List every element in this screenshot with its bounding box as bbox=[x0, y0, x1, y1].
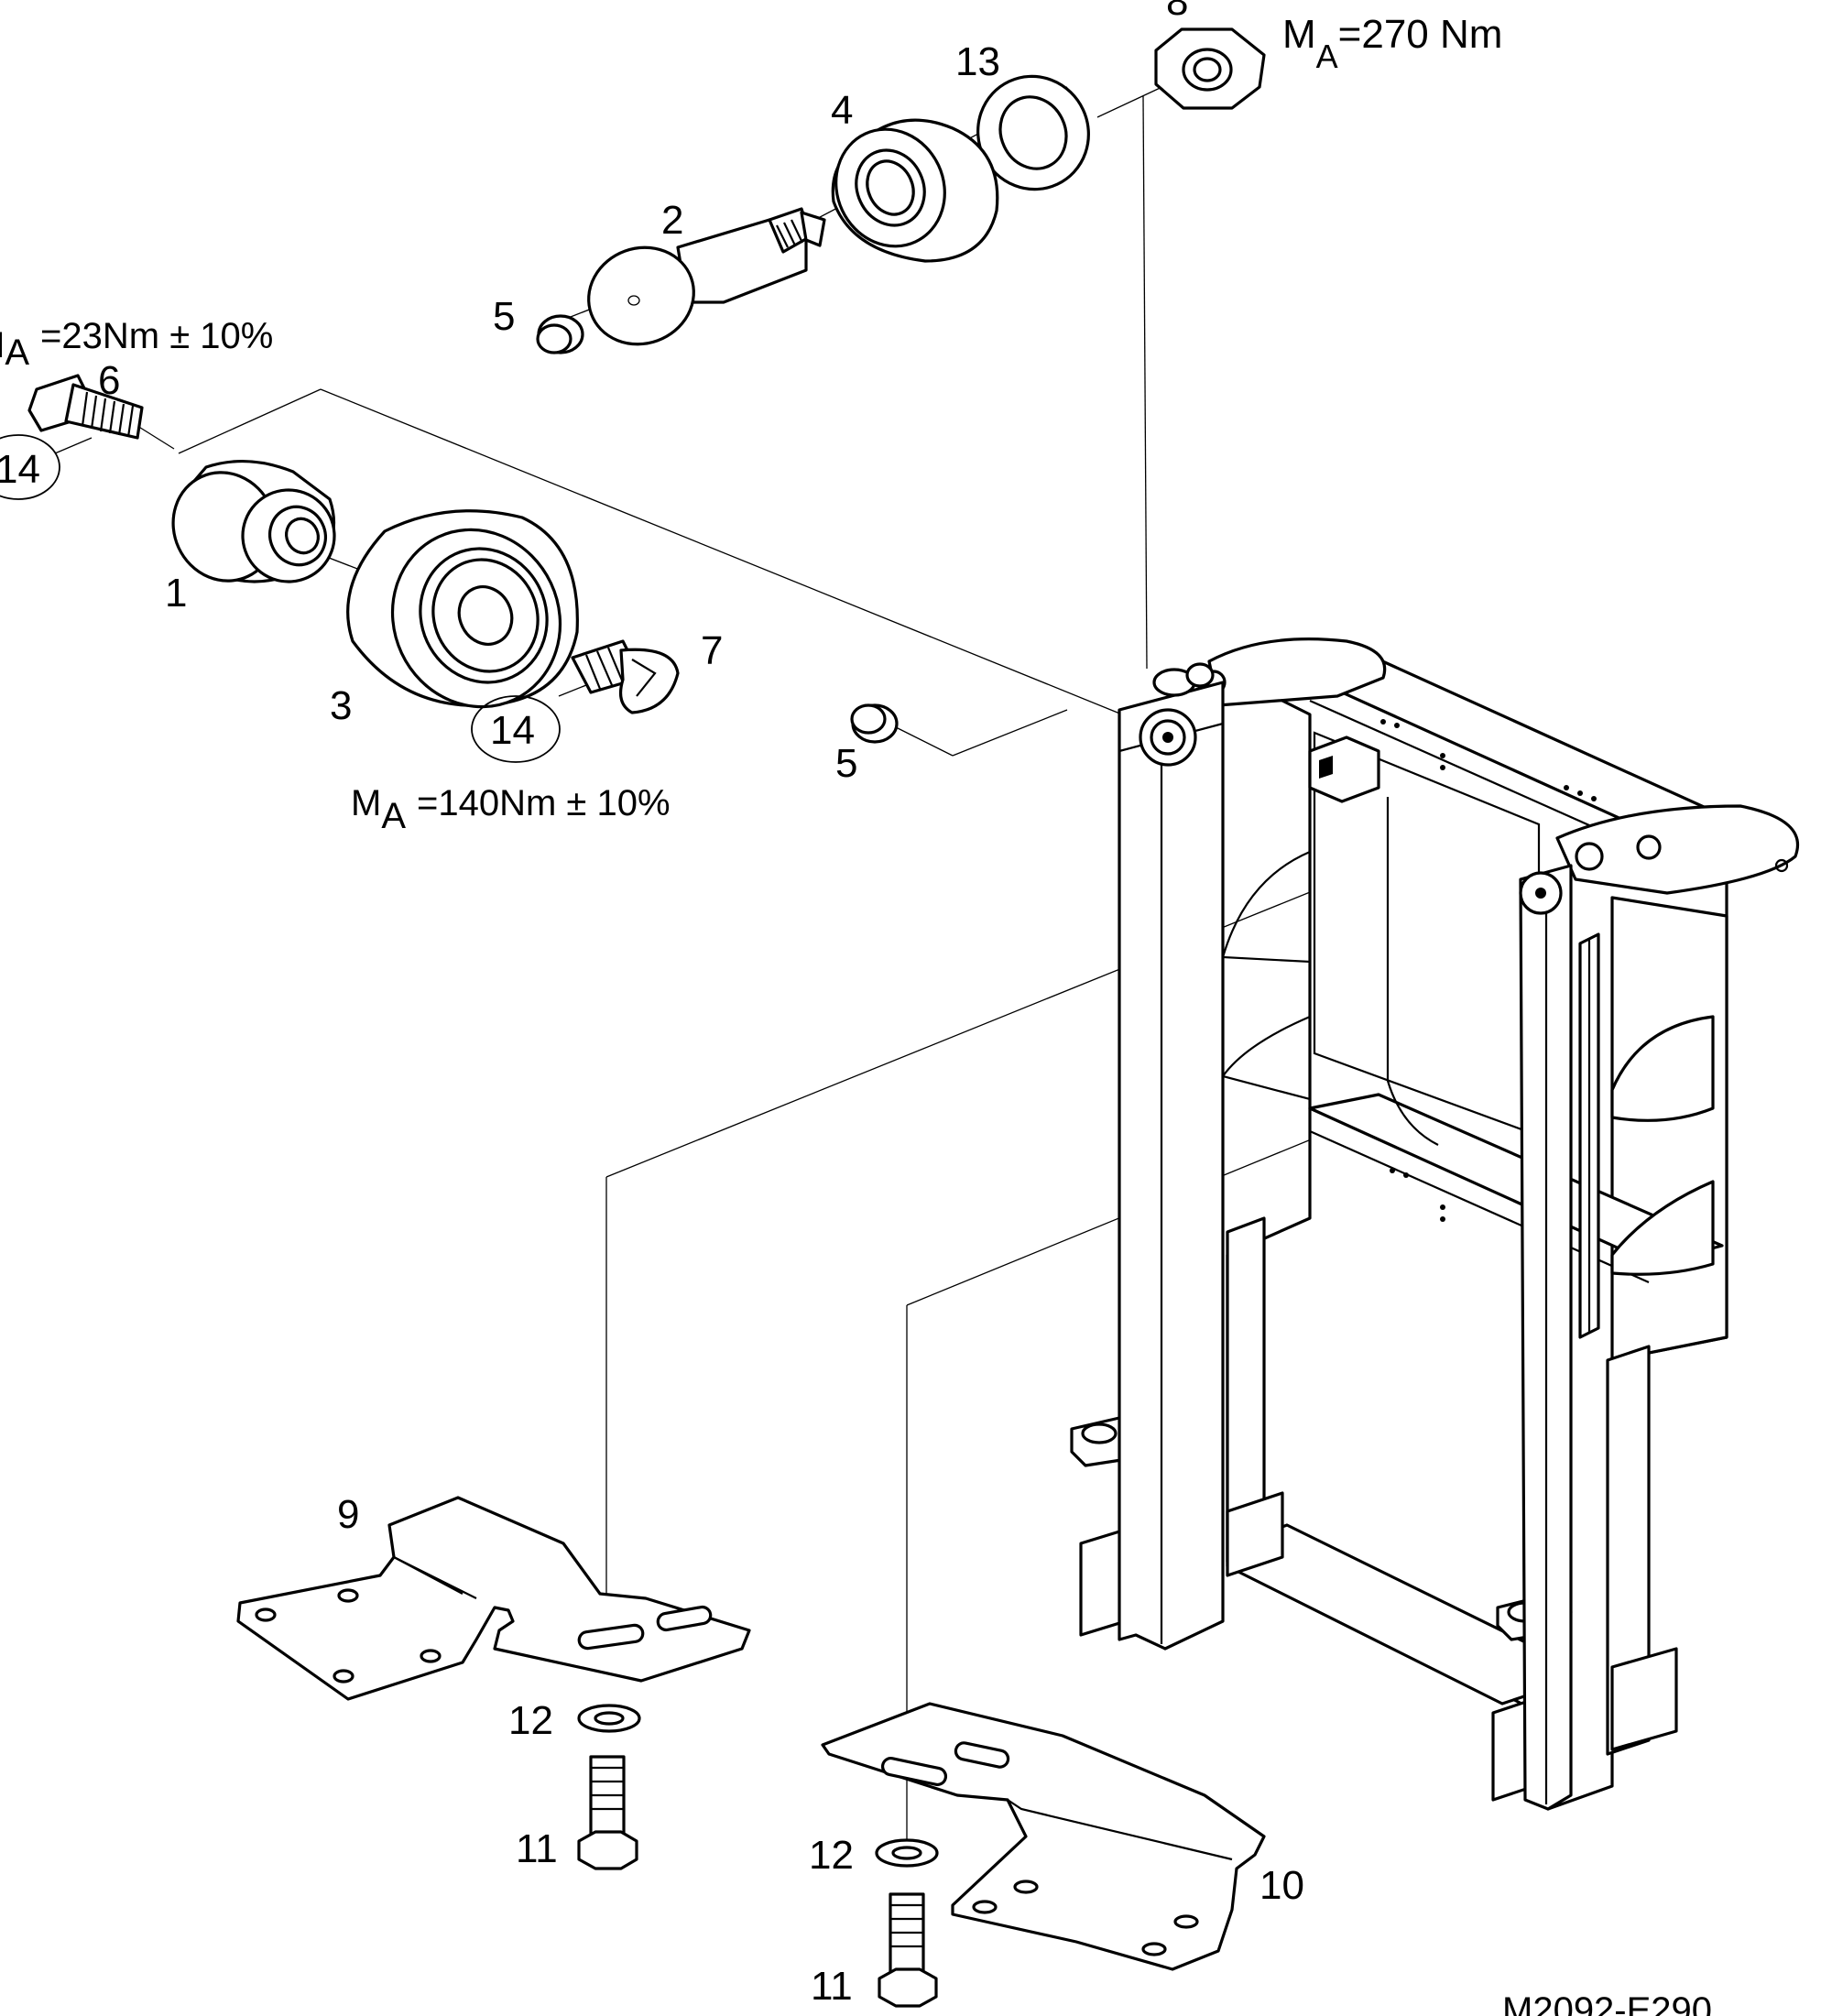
callout-3: 3 bbox=[330, 683, 352, 728]
callout-5: 5 bbox=[493, 294, 515, 339]
bolt-icon bbox=[577, 1755, 938, 2008]
callout-14: 14 bbox=[0, 447, 40, 492]
callout-5: 5 bbox=[835, 741, 857, 786]
shaft-icon bbox=[587, 207, 826, 346]
roller-icon bbox=[831, 118, 999, 263]
torque-spec-screw-6: MA=23Nm ± 10% bbox=[0, 316, 273, 373]
torque-spec-nut: MA=270 Nm bbox=[1282, 12, 1502, 75]
callout-labels: 8 13 4 2 5 6 14 1 7 3 14 5 9 12 11 12 10… bbox=[0, 0, 1304, 2009]
nut-icon bbox=[1154, 27, 1266, 110]
svg-text:MA=140Nm ± 10%: MA=140Nm ± 10% bbox=[351, 783, 671, 836]
bolt-icon bbox=[27, 374, 144, 440]
callout-14: 14 bbox=[490, 708, 535, 753]
washer-icon bbox=[976, 74, 1090, 191]
torque-spec-screw-7: MA=140Nm ± 10% bbox=[351, 783, 671, 836]
callout-7: 7 bbox=[701, 628, 723, 673]
callout-11: 11 bbox=[516, 1826, 558, 1871]
callout-6: 6 bbox=[98, 358, 120, 403]
roller-icon bbox=[171, 460, 336, 583]
callout-13: 13 bbox=[955, 39, 1000, 84]
svg-text:MA=270 Nm: MA=270 Nm bbox=[1282, 12, 1502, 75]
callout-8: 8 bbox=[1166, 0, 1188, 24]
drawing-code: M2092-E290 bbox=[1502, 1990, 1712, 2016]
mast-frame-icon bbox=[1070, 637, 1800, 1811]
bolt-icon bbox=[571, 639, 680, 714]
bracket-icon bbox=[821, 1702, 1266, 1971]
callout-12: 12 bbox=[809, 1833, 854, 1878]
callout-11: 11 bbox=[811, 1964, 853, 2009]
roller-icon bbox=[346, 509, 579, 709]
callout-1: 1 bbox=[165, 571, 187, 616]
callout-9: 9 bbox=[337, 1492, 359, 1537]
callout-12: 12 bbox=[508, 1698, 553, 1743]
bracket-icon bbox=[236, 1496, 751, 1701]
callout-10: 10 bbox=[1259, 1863, 1304, 1908]
svg-text:MA=23Nm ± 10%: MA=23Nm ± 10% bbox=[0, 316, 273, 373]
washer-icon bbox=[577, 1704, 939, 1868]
callout-4: 4 bbox=[831, 88, 853, 133]
callout-2: 2 bbox=[661, 198, 683, 243]
plug-icon bbox=[536, 314, 899, 744]
callout-circle bbox=[0, 434, 561, 763]
